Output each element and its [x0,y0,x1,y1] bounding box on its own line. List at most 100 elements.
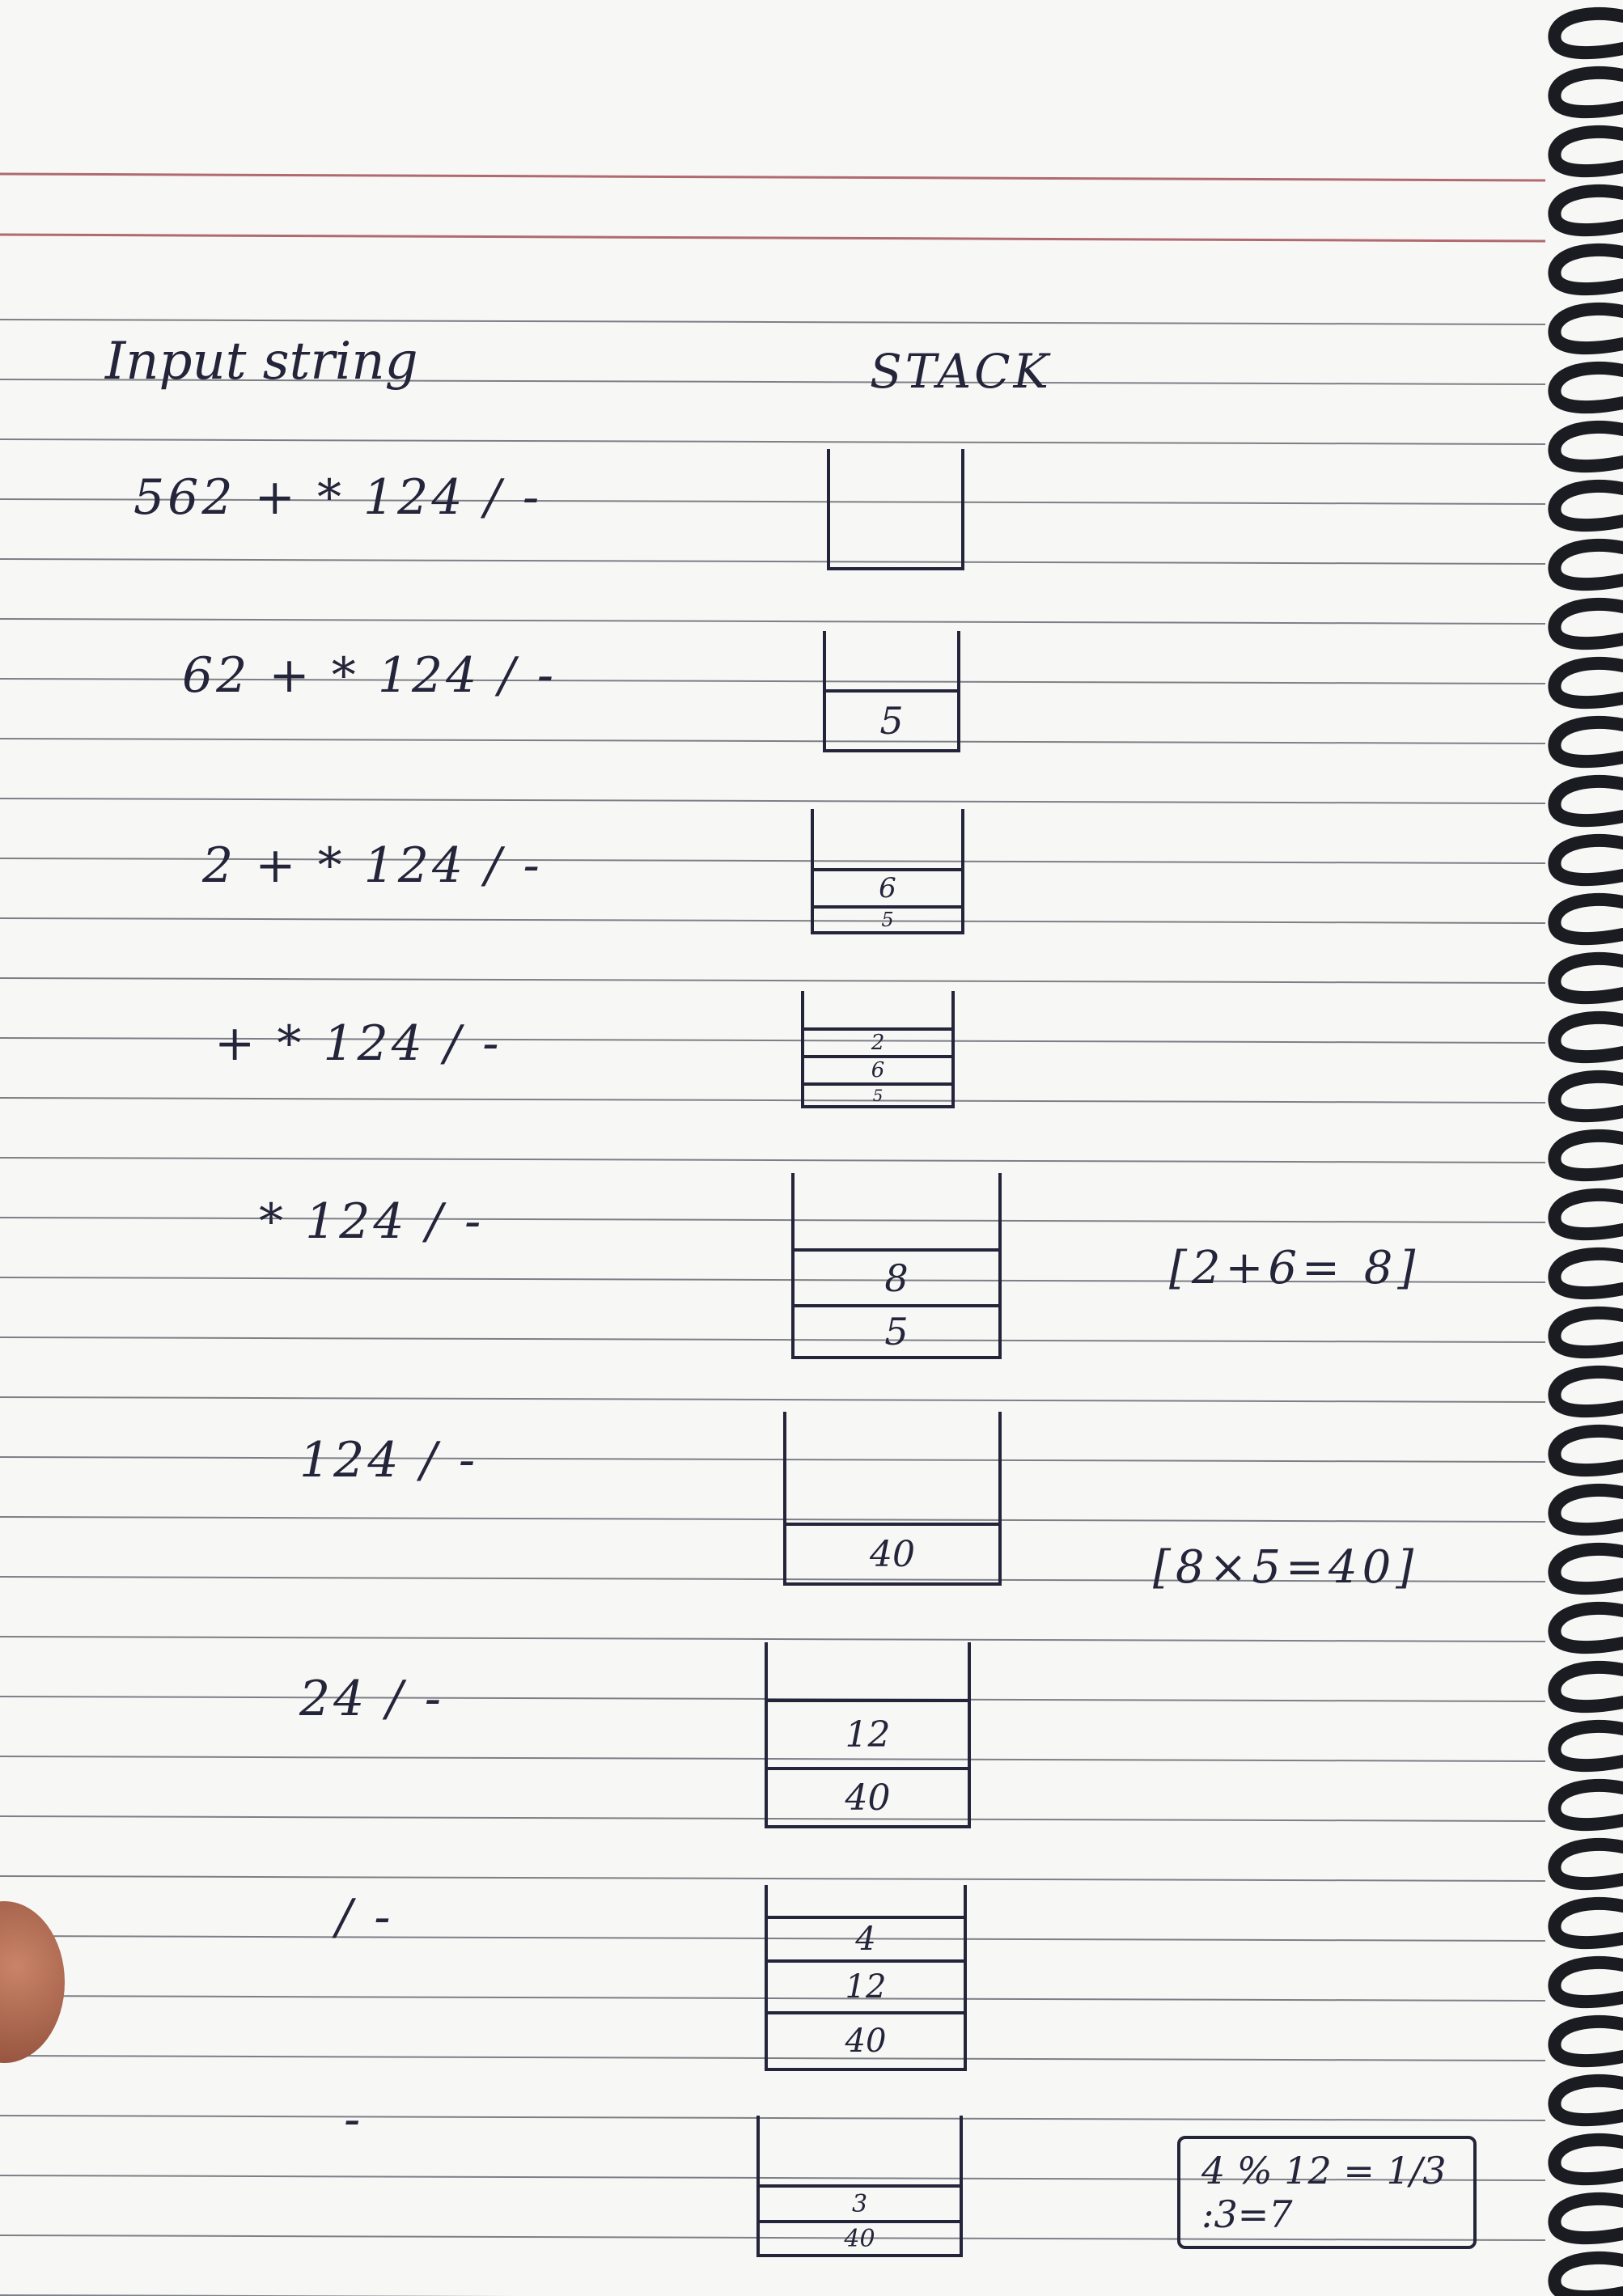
binding-coil [1548,774,1623,828]
note-final-computation: 4 % 12 = 1/3 :3=7 [1177,2136,1477,2249]
ruled-line [0,1396,1546,1403]
input-row-7: 24 / - [299,1671,444,1727]
binding-coil [1548,1247,1623,1300]
ruled-line [0,1337,1546,1343]
note-addition: [2+6= 8] [1169,1242,1421,1294]
stack-diagram-1 [827,449,964,570]
binding-coil [1548,1010,1623,1064]
ruled-line [0,618,1546,625]
binding-coil [1548,66,1623,119]
ruled-line [0,917,1546,924]
ruled-line [0,738,1546,744]
stack-cell: 5 [804,1082,951,1105]
ruled-line [0,2175,1546,2181]
input-row-8: / - [336,1889,394,1946]
input-row-3: 2 + * 124 / - [202,837,543,894]
binding-coil [1548,1719,1623,1773]
stack-cell: 5 [795,1304,998,1356]
input-row-2: 62 + * 124 / - [182,647,557,704]
stack-diagram-3: 6 5 [811,809,964,934]
stack-diagram-4: 2 6 5 [801,991,955,1108]
binding-coil [1548,1778,1623,1832]
ruled-line [0,1037,1546,1044]
ruled-line [0,319,1546,325]
ruled-line [0,558,1546,565]
input-row-5: * 124 / - [259,1193,485,1250]
margin-line [0,172,1546,182]
ruled-line [0,858,1546,864]
binding-coil [1548,1483,1623,1536]
stack-cell: 5 [814,905,961,931]
binding-coil [1548,892,1623,946]
ruled-line [0,678,1546,684]
stack-cell: 12 [768,1699,968,1767]
spiral-binding [1548,6,1623,2296]
stack-cell: 2 [804,1027,951,1055]
stack-cell: 3 [760,2184,960,2220]
input-row-9: - [344,2091,364,2148]
stack-cell: 40 [768,2011,964,2068]
binding-coil [1548,538,1623,591]
stack-diagram-6: 40 [783,1412,1002,1586]
binding-coil [1548,597,1623,650]
binding-coil [1548,1070,1623,1123]
ruled-line [0,1935,1546,1942]
ruled-line [0,1576,1546,1582]
stack-cell: 40 [760,2220,960,2254]
stack-diagram-2: 5 [823,631,960,752]
ruled-line [0,1157,1546,1163]
ruled-line [0,977,1546,984]
ruled-line [0,1995,1546,2002]
binding-coil [1548,1896,1623,1950]
ruled-line [0,1756,1546,1762]
stack-cell: 40 [768,1767,968,1825]
stack-cell: 6 [814,868,961,905]
stack-cell: 8 [795,1248,998,1304]
input-row-6: 124 / - [299,1432,479,1489]
binding-coil [1548,1660,1623,1714]
binding-coil [1548,1542,1623,1595]
binding-coil [1548,2251,1623,2296]
binding-coil [1548,715,1623,769]
input-row-1: 562 + * 124 / - [133,469,543,526]
ruled-line [0,2235,1546,2241]
stack-cell: 6 [804,1055,951,1082]
binding-coil [1548,951,1623,1005]
stack-cell: 40 [786,1523,998,1582]
stack-cell: 4 [768,1916,964,1959]
binding-coil [1548,243,1623,296]
ruled-line [0,1456,1546,1463]
binding-coil [1548,1129,1623,1182]
input-row-4: + * 124 / - [214,1015,502,1072]
binding-coil [1548,479,1623,532]
binding-coil [1548,656,1623,710]
stack-cell: 5 [826,689,957,749]
stack-diagram-8: 4 12 40 [765,1885,967,2071]
stack-cell: 12 [768,1959,964,2011]
ruled-line [0,1277,1546,1283]
ruled-line [0,1097,1546,1104]
ruled-line [0,498,1546,505]
binding-coil [1548,833,1623,887]
ruled-line [0,1217,1546,1223]
binding-coil [1548,2074,1623,2127]
binding-coil [1548,125,1623,178]
binding-coil [1548,302,1623,355]
ruled-line [0,798,1546,804]
ruled-line [0,438,1546,445]
ruled-line [0,379,1546,385]
ruled-line [0,2055,1546,2061]
binding-coil [1548,1365,1623,1418]
note-multiplication: [8×5=40] [1153,1541,1419,1594]
binding-coil [1548,1837,1623,1891]
binding-coil [1548,1306,1623,1359]
binding-coil [1548,2192,1623,2245]
heading-input-string: Input string [105,332,418,392]
ruled-line [0,2115,1546,2121]
binding-coil [1548,1424,1623,1477]
binding-coil [1548,2133,1623,2186]
ruled-line [0,1875,1546,1882]
heading-stack: STACK [870,344,1052,399]
